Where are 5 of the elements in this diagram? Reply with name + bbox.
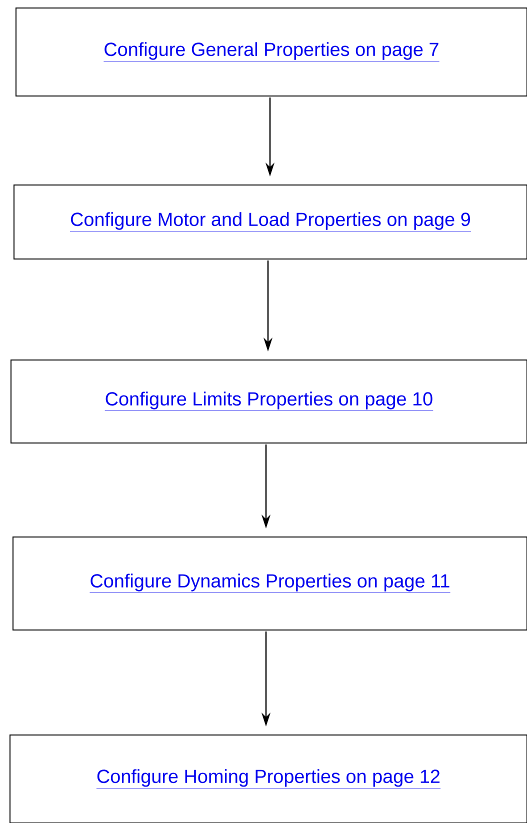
process-box: Configure General Properties on page 7: [16, 8, 527, 96]
process-box: Configure Limits Properties on page 10: [10, 360, 527, 444]
process-box: Configure Dynamics Properties on page 11: [12, 536, 527, 630]
process-box: Configure Homing Properties on page 12: [10, 734, 527, 823]
process-box: Configure Motor and Load Properties on page 9: [14, 184, 527, 260]
